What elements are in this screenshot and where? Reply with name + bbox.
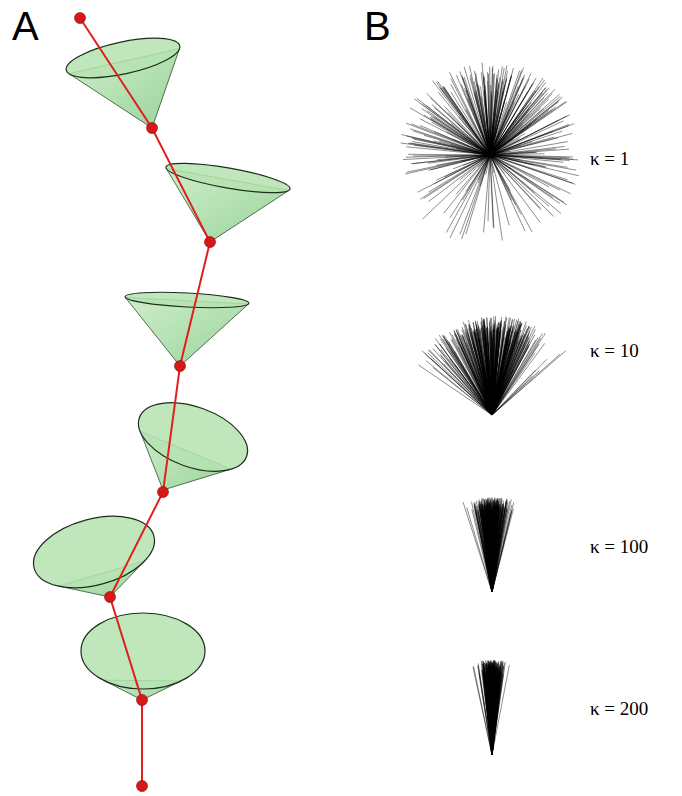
chain-bead — [137, 695, 148, 706]
label-holder: κ = 200 — [590, 698, 648, 720]
kappa-label: κ = 100 — [590, 536, 648, 557]
label-holder: κ = 1 — [590, 148, 629, 170]
kappa-label: κ = 200 — [590, 698, 648, 719]
cone-rim — [63, 30, 183, 85]
chain-bead — [137, 781, 148, 792]
label-holder: κ = 100 — [590, 536, 648, 558]
label-holder: A — [12, 4, 39, 49]
kappa-label: κ = 10 — [590, 340, 639, 361]
chain-bead — [105, 592, 116, 603]
chain-bead — [205, 237, 216, 248]
direction-bundle — [418, 316, 565, 415]
chain-bead — [175, 361, 186, 372]
chain-line — [75, 13, 216, 792]
direction-bundle — [463, 497, 514, 592]
direction-bundle — [473, 660, 509, 755]
cone-group — [26, 30, 292, 700]
chain-segment — [80, 18, 210, 786]
chain-bead — [147, 123, 158, 134]
panel-label: B — [364, 4, 391, 48]
cone-rim — [26, 504, 163, 600]
panel-label: A — [12, 4, 39, 48]
direction-bundle — [401, 63, 579, 241]
kappa-label: κ = 1 — [590, 148, 629, 169]
label-holder: B — [364, 4, 391, 49]
direction-bundles — [401, 63, 579, 755]
chain-bead — [75, 13, 86, 24]
cone-rim — [164, 157, 292, 199]
cone-rim — [129, 389, 257, 484]
cone-rim — [125, 290, 250, 310]
cone-rim — [81, 613, 205, 689]
chain-bead — [158, 487, 169, 498]
label-holder: κ = 10 — [590, 340, 639, 362]
